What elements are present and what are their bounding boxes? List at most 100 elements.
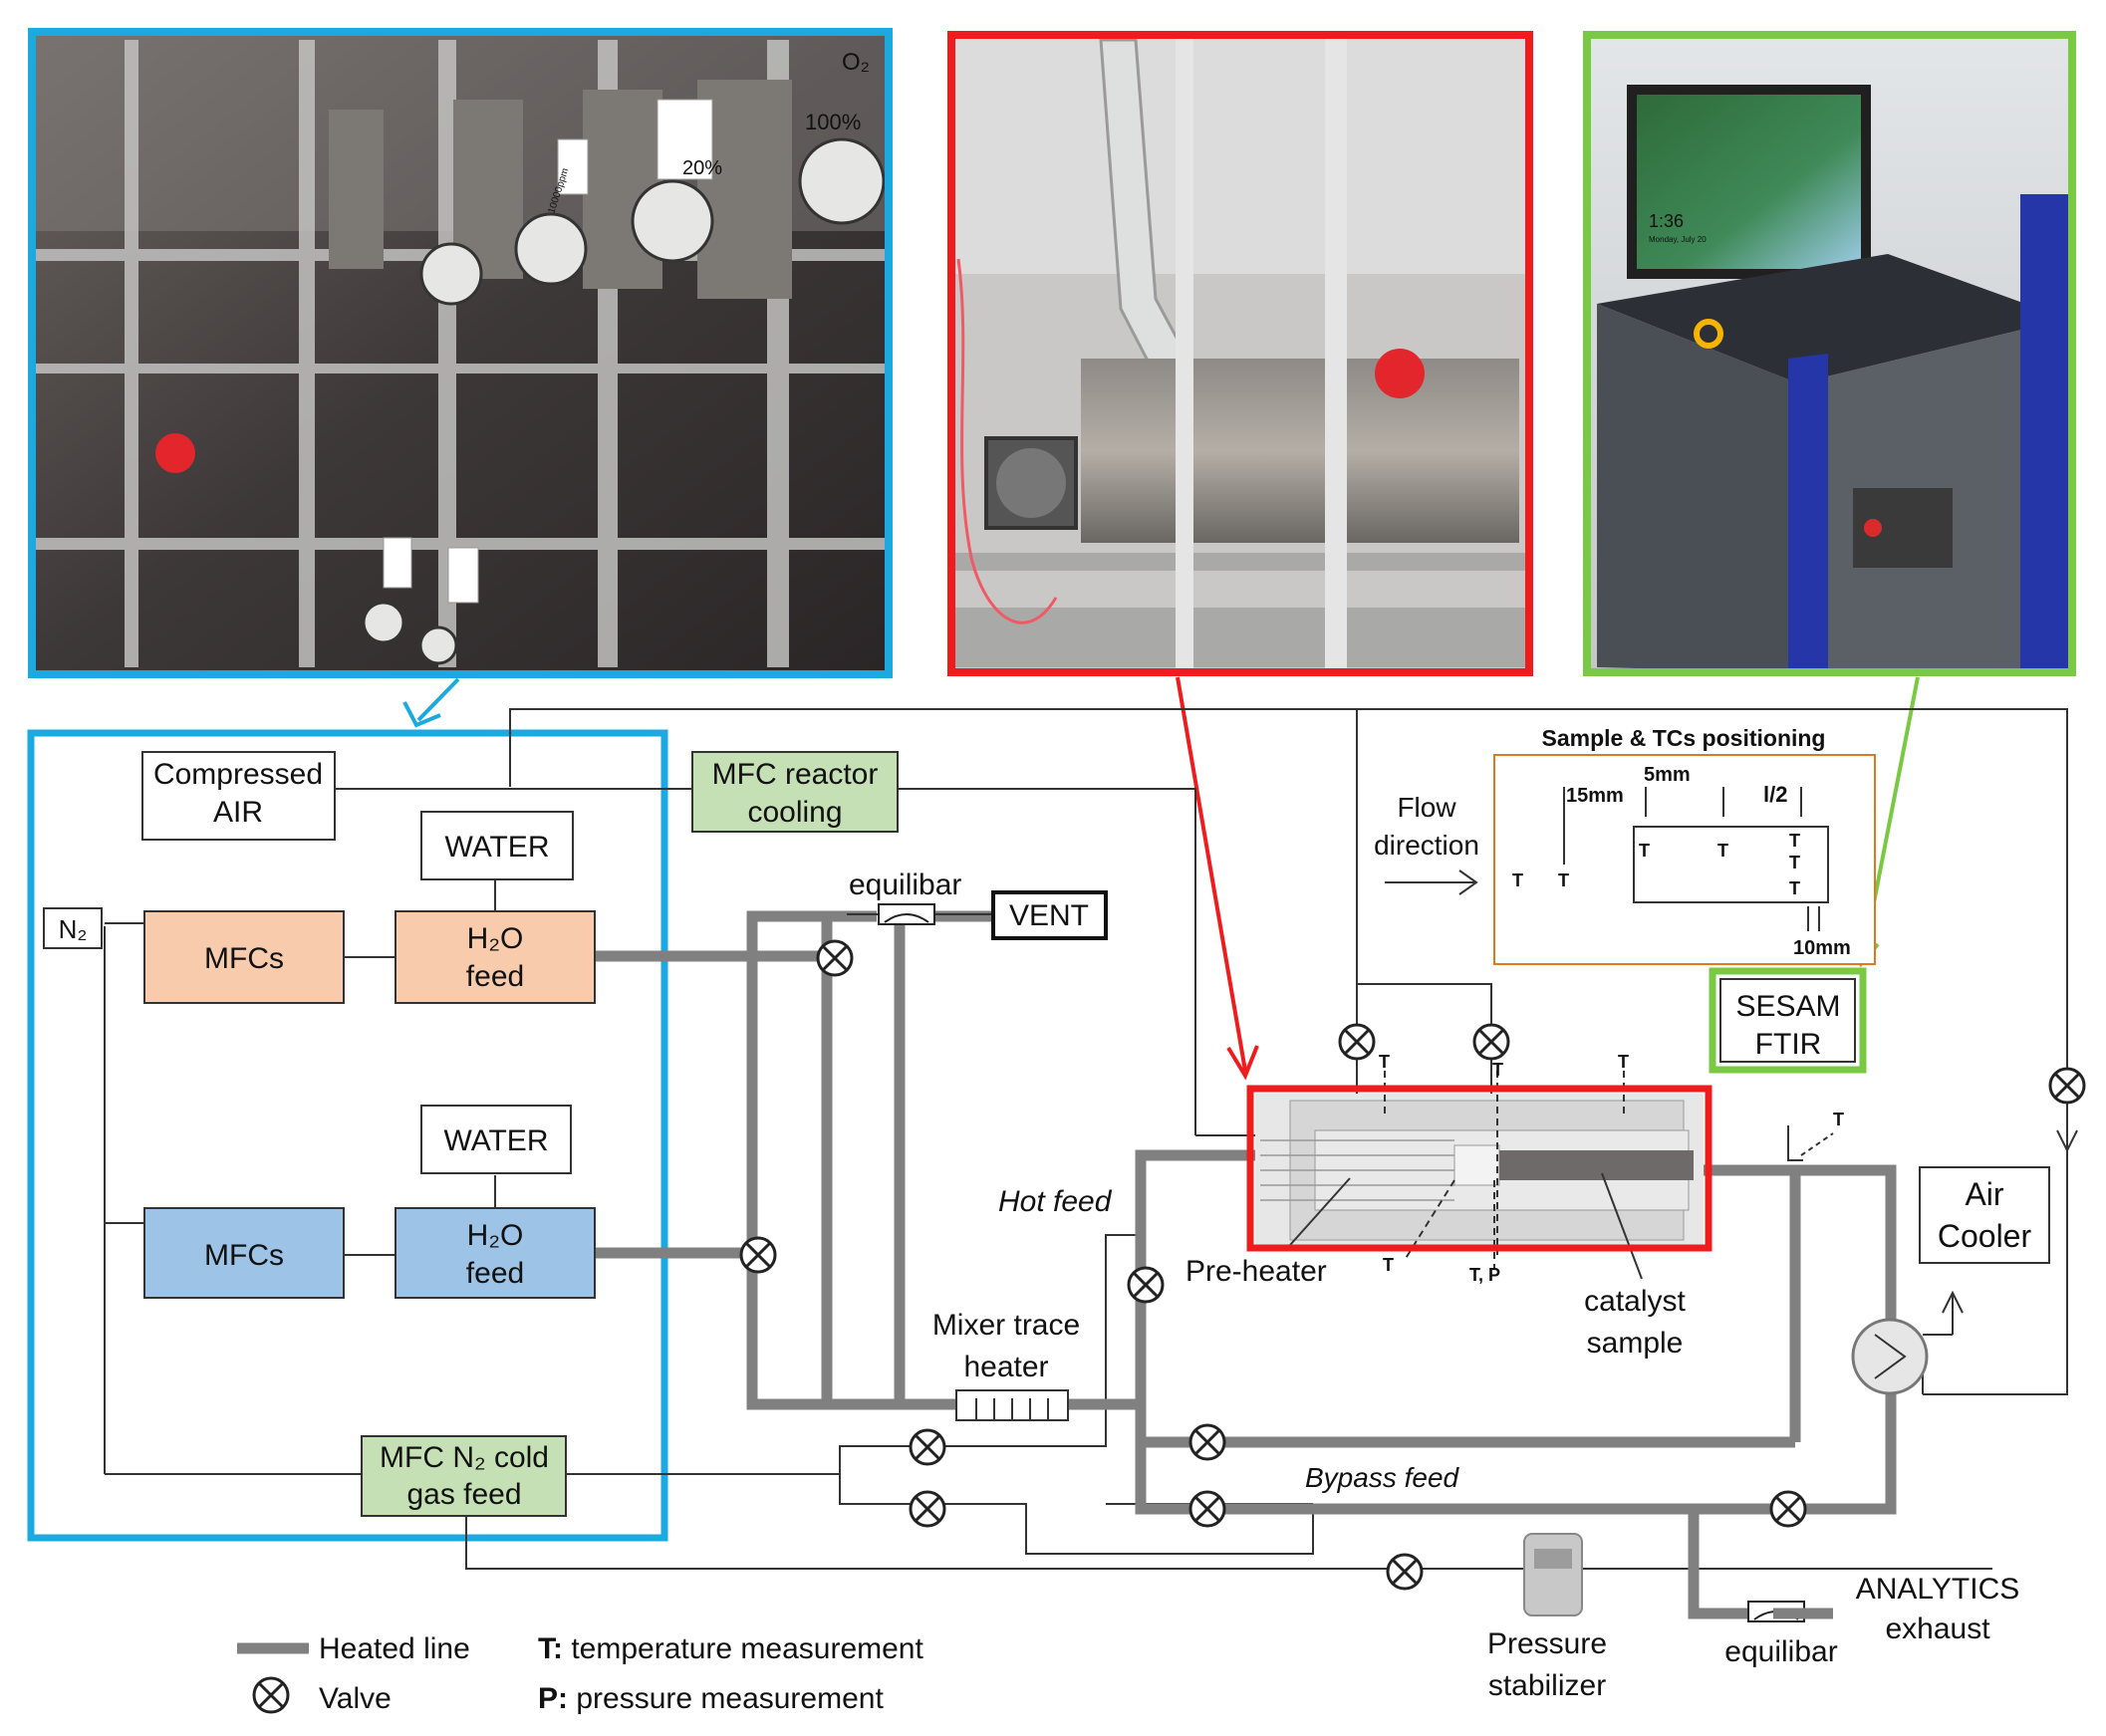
valve-icon	[1188, 1490, 1226, 1528]
water-bottom-label: WATER	[444, 1124, 549, 1157]
equilibar-top-label: equilibar	[849, 868, 961, 901]
inset-15mm: 15mm	[1566, 785, 1624, 807]
inset-10mm: 10mm	[1793, 937, 1851, 959]
inset-title: Sample & TCs positioning	[1542, 725, 1826, 751]
pressure-stabilizer-icon	[1523, 1533, 1583, 1616]
h2o-feed-bottom-label-1: H₂O	[467, 1219, 524, 1252]
gas-dosing-section-frame	[27, 729, 668, 1542]
gas-cabinet-photo: O₂ 100% 20% 10000ppm	[32, 32, 889, 674]
sesam-ftir-frame	[1709, 967, 1867, 1074]
pressure-stabilizer-label-2: stabilizer	[1488, 1669, 1606, 1702]
legend-p-key: P:	[538, 1682, 568, 1715]
valve-icon	[909, 1428, 946, 1466]
screen-date: Monday, July 20	[1649, 235, 1707, 244]
tp-marker: T, P	[1469, 1265, 1500, 1285]
inset-t-marker: T	[1717, 841, 1728, 861]
reactor-photo	[951, 35, 1529, 672]
valve-icon	[1127, 1266, 1165, 1304]
compressed-air-label-2: AIR	[213, 796, 263, 829]
h2o-feed-bottom-box	[395, 1207, 596, 1299]
mfc-reactor-cooling-label-1: MFC reactor	[712, 758, 879, 791]
mixer-trace-heater-label-1: Mixer trace	[932, 1309, 1080, 1342]
pre-heater-label: Pre-heater	[1185, 1255, 1327, 1288]
mfcs-bottom-label: MFCs	[204, 1239, 284, 1272]
h2o-feed-top-label-1: H₂O	[467, 922, 524, 955]
inset-t-marker: T	[1639, 841, 1650, 861]
ftir-photo-frame	[1583, 31, 2076, 676]
inset-t-marker: T	[1558, 870, 1569, 890]
bypass-feed-label: Bypass feed	[1305, 1462, 1460, 1493]
equilibar-bottom-label: equilibar	[1724, 1635, 1837, 1668]
analytics-exhaust-label-2: exhaust	[1885, 1612, 1990, 1645]
n2-label: N₂	[59, 914, 88, 944]
t-marker: T	[1833, 1110, 1844, 1129]
valve-icon	[909, 1490, 946, 1528]
t-marker: T	[1618, 1052, 1629, 1072]
catalyst-sample-label-1: catalyst	[1584, 1285, 1686, 1318]
mfc-reactor-cooling-box	[691, 751, 899, 833]
valve-icon	[1338, 1023, 1376, 1061]
legend: Heated line Valve T: temperature measure…	[237, 1632, 923, 1715]
compressed-air-label-1: Compressed	[153, 758, 323, 791]
inset-t-marker: T	[1789, 853, 1800, 872]
legend-p-line: P: pressure measurement	[538, 1682, 884, 1715]
thin-piping	[104, 708, 2068, 1570]
ftir-analyzer-photo: 1:36 Monday, July 20	[1587, 35, 2072, 672]
reactor-schematic	[1255, 1071, 1704, 1280]
flow-arrow-icon	[2056, 1129, 2078, 1153]
mfc-n2-cold-box	[361, 1435, 567, 1517]
legend-t-line: T: temperature measurement	[538, 1632, 923, 1665]
valve-icon	[1472, 1023, 1510, 1061]
valve-icon	[1769, 1490, 1807, 1528]
pressure-stabilizer-label-1: Pressure	[1487, 1627, 1607, 1660]
water-top-box	[420, 811, 574, 880]
water-top-label: WATER	[445, 831, 550, 864]
h2o-feed-bottom-label-2: feed	[466, 1257, 524, 1290]
inset-t-marker: T	[1512, 870, 1523, 890]
hot-feed-label: Hot feed	[998, 1185, 1113, 1218]
20-percent-tag: 20%	[682, 157, 722, 179]
gas-cabinet-photo-frame	[28, 28, 893, 678]
h2o-feed-top-box	[395, 910, 596, 1004]
o2-tag: O₂	[842, 49, 870, 76]
component-boxes	[43, 751, 2050, 1517]
reactor-photo-frame	[947, 31, 1533, 676]
air-cooler-label-1: Air	[1965, 1176, 2003, 1212]
screen-time: 1:36	[1649, 211, 1684, 231]
air-cooler-box	[1919, 1166, 2050, 1264]
vent-label: VENT	[1009, 899, 1089, 932]
inset-5mm: 5mm	[1644, 764, 1691, 786]
100-percent-tag: 100%	[805, 110, 861, 134]
sesam-ftir-label-1: SESAM	[1735, 990, 1840, 1023]
legend-valve-label: Valve	[319, 1682, 392, 1715]
reactor-frame	[1246, 1085, 1712, 1252]
inset-t-marker: T	[1789, 878, 1800, 898]
valve-icon	[2048, 1067, 2086, 1105]
water-bottom-box	[420, 1105, 572, 1174]
catalyst-sample-label-2: sample	[1587, 1327, 1684, 1360]
sesam-ftir-box	[1719, 978, 1856, 1063]
valve-icon	[816, 939, 854, 977]
heat-exchanger-icon	[1851, 1318, 1929, 1395]
heated-lines	[596, 910, 1897, 1619]
t-marker: T	[1492, 1060, 1503, 1080]
h2o-feed-top-label-2: feed	[466, 960, 524, 993]
valves	[739, 939, 2086, 1591]
analytics-exhaust-label-1: ANALYTICS	[1856, 1573, 2020, 1606]
mfc-n2-cold-label-1: MFC N₂ cold	[380, 1441, 549, 1474]
mfc-n2-cold-label-2: gas feed	[406, 1478, 521, 1511]
n2-box	[43, 907, 103, 949]
vent-box	[991, 890, 1108, 940]
mfcs-top-box	[143, 910, 345, 1004]
legend-heated-line-label: Heated line	[319, 1632, 470, 1665]
t-marker: T	[1379, 1052, 1390, 1072]
air-cooler-label-2: Cooler	[1938, 1218, 2032, 1254]
legend-t-key: T:	[538, 1632, 563, 1665]
mfcs-top-label: MFCs	[204, 942, 284, 975]
flow-direction-label-1: Flow	[1397, 792, 1456, 823]
compressed-air-box	[141, 751, 336, 841]
mfcs-bottom-box	[143, 1207, 345, 1299]
sesam-ftir-label-2: FTIR	[1755, 1028, 1822, 1061]
inset-l2: l/2	[1763, 782, 1787, 807]
